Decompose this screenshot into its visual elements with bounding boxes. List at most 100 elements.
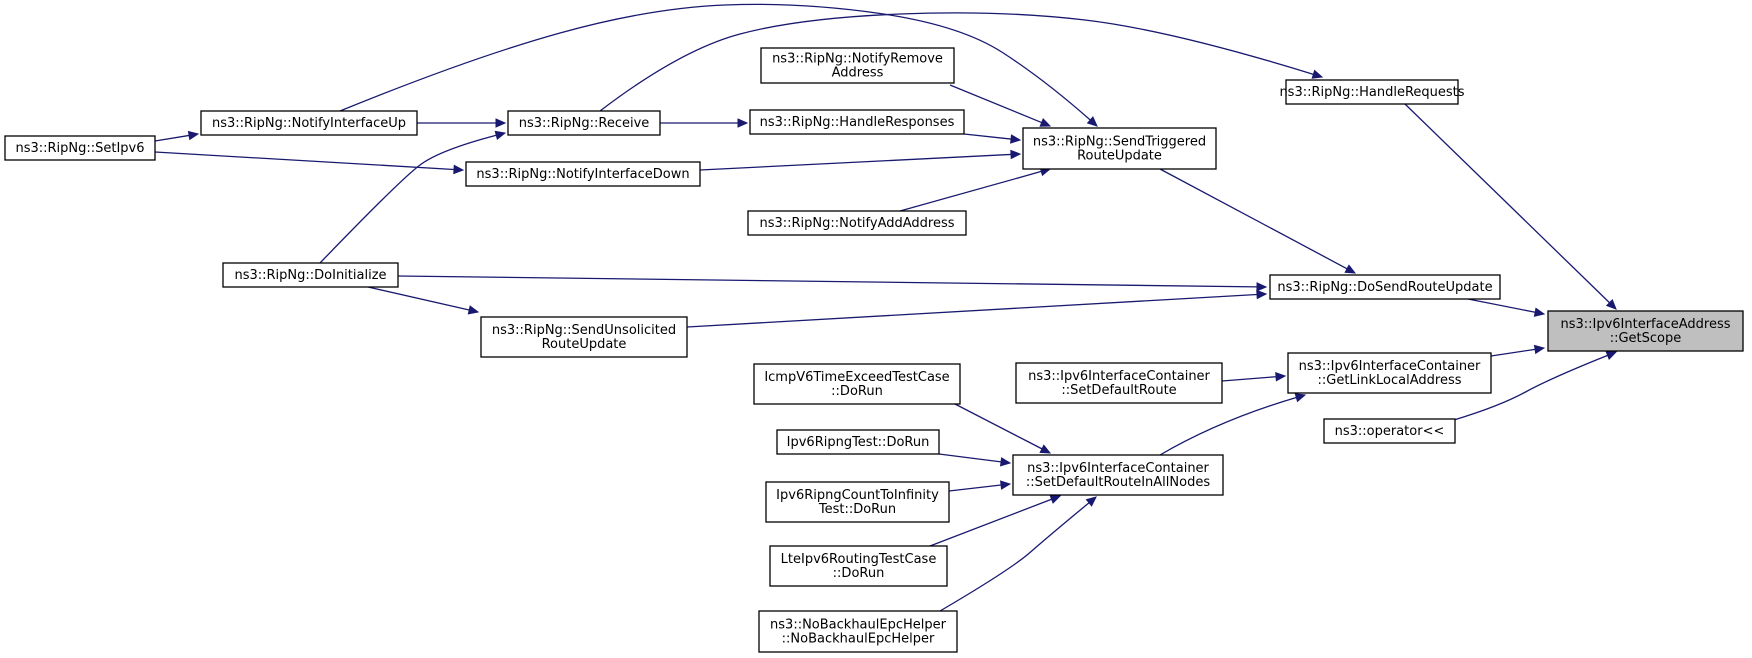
node-label-line: ns3::RipNg::HandleRequests [1279, 85, 1464, 100]
node-box [1022, 127, 1217, 170]
edges-layer [154, 3, 1618, 612]
edge-arrowhead [1344, 264, 1357, 274]
node-ripngtest[interactable]: Ipv6RipngTest::DoRun [776, 429, 940, 455]
edge-arrowhead [1605, 298, 1617, 310]
edge-doinitialize-to-receive [319, 130, 507, 264]
edge-sendunsolicited-to-dosendrouteupdate [686, 289, 1268, 328]
node-label-line: ns3::Ipv6InterfaceAddress [1560, 317, 1730, 332]
edge-line [699, 153, 1012, 171]
node-label-line: ns3::RipNg::NotifyAddAddress [759, 216, 954, 231]
edge-handlerequests-to-getscope [1404, 103, 1617, 310]
node-label-line: ns3::RipNg::SetIpv6 [15, 141, 144, 156]
edge-line [938, 453, 1002, 463]
edge-arrowhead [1533, 307, 1546, 317]
edge-arrowhead [1086, 116, 1098, 127]
edge-nobackhaul-to-setdefaultrouteinallnodes [939, 496, 1097, 612]
edge-dosendrouteupdate-to-getscope [1467, 298, 1546, 317]
node-setdefaultrouteinallnodes[interactable]: ns3::Ipv6InterfaceContainer::SetDefaultR… [1012, 454, 1224, 496]
node-label-line: Ipv6RipngCountToInfinity [776, 488, 939, 503]
node-label-line: ns3::RipNg::SendTriggered [1033, 135, 1206, 150]
edge-line [339, 3, 1091, 121]
node-label-line: ns3::NoBackhaulEpcHelper [770, 618, 947, 633]
node-label-line: ns3::Ipv6InterfaceContainer [1028, 369, 1210, 384]
node-dosendrouteupdate[interactable]: ns3::RipNg::DoSendRouteUpdate [1269, 274, 1501, 300]
node-label-line: Test::DoRun [818, 502, 896, 517]
node-box [758, 610, 958, 653]
edge-line [154, 151, 455, 171]
edge-notifyadd-to-sendtriggered [899, 166, 1052, 212]
node-setdefaultroute[interactable]: ns3::Ipv6InterfaceContainer::SetDefaultR… [1015, 362, 1223, 404]
edge-line [939, 502, 1090, 612]
edge-receive-to-handlerequests [599, 12, 1324, 112]
edge-notifyifup-to-receive [417, 118, 507, 128]
edge-line [929, 498, 1052, 547]
node-handleresponses[interactable]: ns3::RipNg::HandleResponses [749, 109, 965, 135]
edge-arrowhead [1605, 351, 1618, 360]
edge-line [954, 403, 1043, 450]
node-box [4, 135, 156, 161]
node-getscope[interactable]: ns3::Ipv6InterfaceAddress::GetScope [1547, 310, 1744, 352]
edge-arrowhead [1010, 149, 1022, 160]
edge-line [963, 133, 1012, 140]
node-notifyifdown[interactable]: ns3::RipNg::NotifyInterfaceDown [465, 161, 701, 187]
node-box [760, 47, 955, 84]
node-box [753, 363, 961, 405]
node-label-line: RouteUpdate [1077, 149, 1162, 164]
node-nobackhaul[interactable]: ns3::NoBackhaulEpcHelper::NoBackhaulEpcH… [758, 610, 958, 653]
edge-arrowhead [1039, 444, 1052, 454]
node-box [1547, 310, 1744, 352]
edge-arrowhead [1533, 344, 1546, 355]
edge-ripngtest-to-setdefaultrouteinallnodes [938, 453, 1012, 467]
edge-arrowhead [453, 164, 465, 175]
edge-line [397, 275, 1258, 288]
edge-line [154, 134, 190, 142]
node-box [749, 109, 965, 135]
node-notifyadd[interactable]: ns3::RipNg::NotifyAddAddress [747, 210, 967, 236]
edge-line [1404, 103, 1610, 304]
node-label-line: RouteUpdate [542, 337, 627, 352]
node-notifyifup[interactable]: ns3::RipNg::NotifyInterfaceUp [200, 110, 418, 136]
node-handlerequests[interactable]: ns3::RipNg::HandleRequests [1279, 79, 1465, 105]
edge-line [319, 134, 497, 264]
node-label-line: LteIpv6RoutingTestCase [781, 552, 937, 567]
node-box [776, 429, 940, 455]
node-setipv6[interactable]: ns3::RipNg::SetIpv6 [4, 135, 156, 161]
node-box [765, 481, 950, 523]
node-doinitialize[interactable]: ns3::RipNg::DoInitialize [222, 262, 399, 288]
node-box [1012, 454, 1224, 496]
node-operator[interactable]: ns3::operator<< [1323, 418, 1456, 444]
node-label-line: ns3::RipNg::Receive [519, 116, 650, 131]
node-box [1287, 352, 1492, 394]
edge-arrowhead [1010, 134, 1022, 144]
node-label-line: ns3::RipNg::NotifyInterfaceUp [212, 116, 406, 131]
edge-arrowhead [1039, 117, 1052, 127]
edge-line [1159, 396, 1297, 456]
node-box [507, 110, 661, 136]
node-label-line: ns3::operator<< [1335, 424, 1445, 439]
node-box [747, 210, 967, 236]
edge-doinitialize-to-dosendrouteupdate [397, 275, 1268, 292]
node-box [769, 545, 948, 587]
node-receive[interactable]: ns3::RipNg::Receive [507, 110, 661, 136]
edge-sendtriggered-to-dosendrouteupdate [1159, 168, 1357, 274]
node-lteipv6[interactable]: LteIpv6RoutingTestCase::DoRun [769, 545, 948, 587]
edge-arrowhead [1275, 371, 1287, 382]
node-label-line: ns3::RipNg::NotifyRemove [772, 52, 943, 67]
node-getlinklocaladdress[interactable]: ns3::Ipv6InterfaceContainer::GetLinkLoca… [1287, 352, 1492, 394]
node-box [1015, 362, 1223, 404]
node-label-line: ns3::RipNg::SendUnsolicited [492, 323, 676, 338]
edge-line [599, 12, 1314, 112]
node-box [1323, 418, 1456, 444]
node-box [480, 316, 688, 358]
edge-notifyifdown-to-sendtriggered [699, 149, 1022, 171]
edge-line [1467, 298, 1536, 313]
node-icmp[interactable]: IcmpV6TimeExceedTestCase::DoRun [753, 363, 961, 405]
edge-line [686, 293, 1258, 328]
node-label-line: ::GetLinkLocalAddress [1317, 373, 1461, 388]
node-box [222, 262, 399, 288]
